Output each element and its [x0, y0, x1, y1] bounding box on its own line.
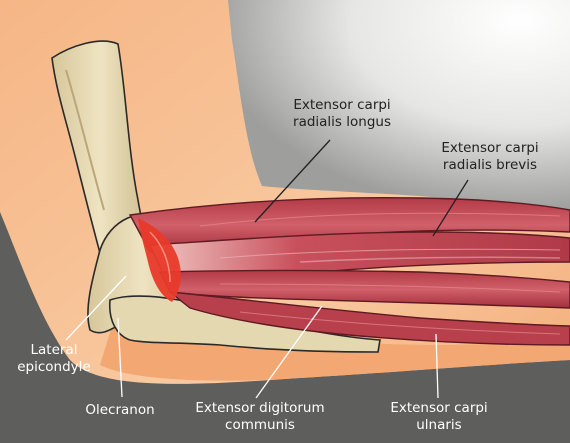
leader-lines — [254, 139, 469, 237]
leader-lines-light — [65, 275, 439, 399]
label-lateral-epicondyle: Lateral epicondyle — [17, 342, 91, 375]
leader-ecrb — [432, 179, 469, 237]
leader-lateral-epicondyle — [65, 275, 127, 341]
humerus-shading — [65, 69, 105, 211]
leader-ecrl — [254, 139, 331, 223]
muscle-edc — [158, 269, 570, 309]
forearm-skin-edge — [100, 300, 570, 381]
forearm-muscles — [128, 197, 570, 346]
label-extensor-digitorum-communis: Extensor digitorum communis — [195, 400, 325, 433]
label-olecranon: Olecranon — [85, 402, 155, 418]
muscle-ecu — [167, 291, 570, 346]
leader-olecranon — [117, 317, 123, 398]
label-extensor-carpi-ulnaris: Extensor carpi ulnaris — [390, 400, 488, 433]
leader-ecu — [435, 333, 439, 399]
label-extensor-carpi-radialis-longus: Extensor carpi radialis longus — [293, 97, 391, 130]
dark-background — [0, 212, 570, 443]
leader-edc — [255, 305, 323, 399]
label-extensor-carpi-radialis-brevis: Extensor carpi radialis brevis — [441, 140, 539, 173]
